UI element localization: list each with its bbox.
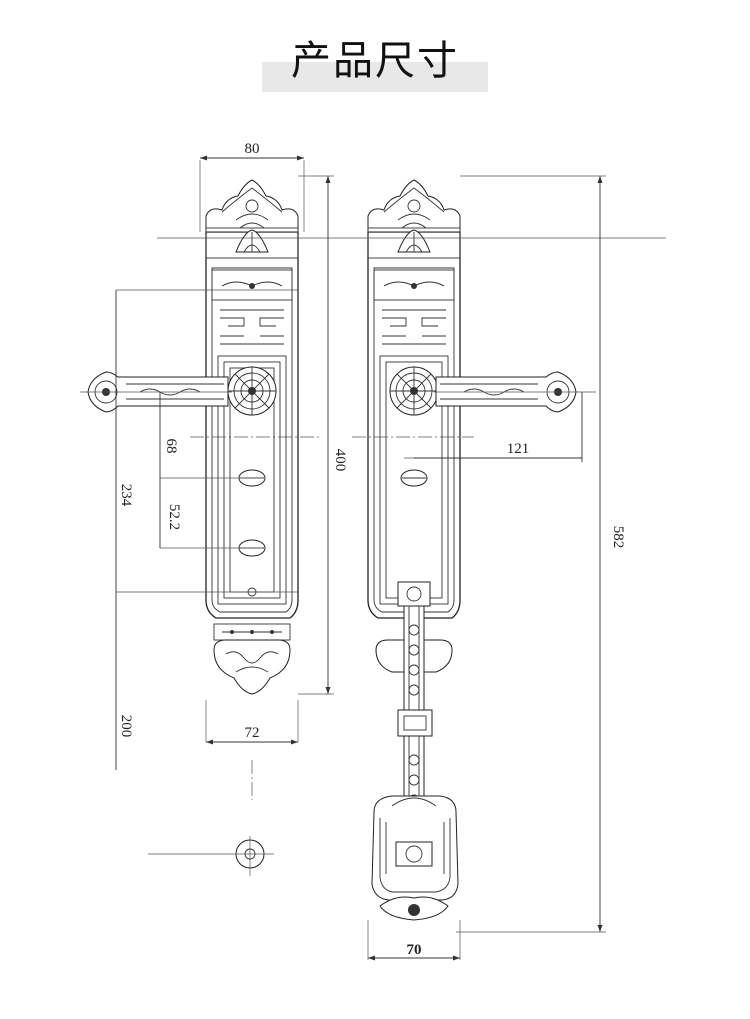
dimension-lines bbox=[115, 155, 603, 961]
dim-lever-spacing: 68 bbox=[163, 439, 179, 454]
title-band bbox=[262, 62, 488, 92]
pull-handle-bar-icon bbox=[403, 605, 425, 711]
pull-handle-middle-block-icon bbox=[397, 709, 433, 737]
dim-lever-length: 121 bbox=[507, 441, 530, 457]
right-lock-assembly bbox=[367, 179, 577, 921]
left-lock-assembly bbox=[87, 179, 299, 869]
dim-plate-width: 80 bbox=[245, 141, 260, 157]
dim-total-height: 582 bbox=[610, 526, 626, 549]
pull-handle-top-mount-icon bbox=[397, 581, 431, 607]
dim-plate-height: 400 bbox=[332, 449, 348, 472]
dim-lock-hole-spacing: 52.2 bbox=[166, 504, 182, 530]
dim-pull-handle-width: 70 bbox=[407, 942, 422, 958]
left-top-crest-icon bbox=[205, 179, 299, 233]
right-top-crest-icon bbox=[367, 179, 461, 233]
page-title: 产品尺寸 bbox=[291, 38, 459, 84]
dim-lower-offset: 200 bbox=[118, 715, 134, 738]
dim-plate-inner-width: 72 bbox=[245, 725, 260, 741]
dim-lever-to-bottom: 234 bbox=[118, 484, 134, 507]
